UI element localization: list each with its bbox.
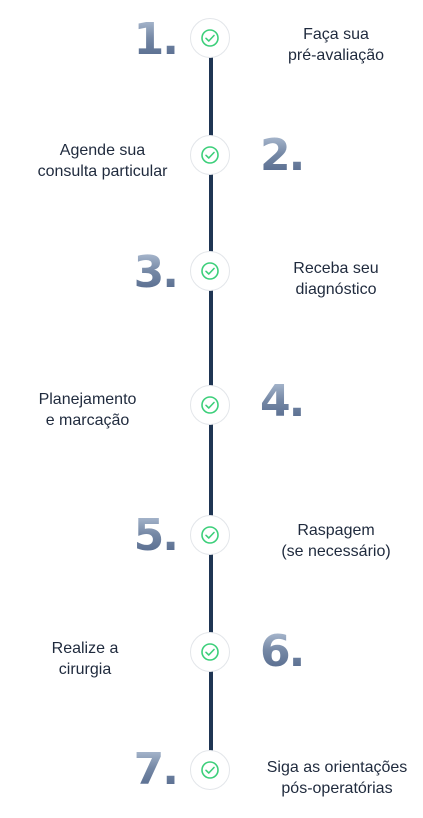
step-label-line1: Receba seu (293, 260, 379, 277)
step-label-line1: Planejamento (38, 391, 137, 408)
step-node-7 (190, 750, 230, 790)
step-label-5: Raspagem (se necessário) (261, 520, 411, 562)
step-label-line2: pós-operatórias (281, 780, 393, 797)
check-icon (201, 146, 219, 164)
step-label-line2: diagnóstico (295, 281, 377, 298)
step-number-2: 2. (260, 130, 305, 181)
step-label-7: Siga as orientações pós-operatórias (254, 757, 420, 799)
step-number-1: 1. (133, 14, 179, 65)
check-icon (201, 643, 219, 661)
step-node-5 (190, 515, 230, 555)
step-node-2 (190, 135, 230, 175)
step-label-6: Realize a cirurgia (30, 638, 140, 680)
step-label-line2: pré-avaliação (287, 47, 385, 64)
step-label-line2: e marcação (45, 412, 130, 429)
step-label-line1: Siga as orientações (266, 759, 408, 776)
check-icon (201, 761, 219, 779)
step-label-line1: Realize a (51, 640, 119, 657)
step-label-line1: Faça sua (303, 26, 369, 43)
step-node-3 (190, 251, 230, 291)
step-label-line2: cirurgia (58, 661, 112, 678)
step-label-3: Receba seu diagnóstico (261, 258, 411, 300)
step-label-line2: consulta particular (37, 163, 168, 180)
step-label-line1: Agende sua (59, 142, 146, 159)
step-number-6: 6. (260, 626, 305, 677)
step-label-1: Faça sua pré-avaliação (261, 24, 411, 66)
check-icon (201, 29, 219, 47)
check-icon (201, 262, 219, 280)
check-icon (201, 526, 219, 544)
step-number-4: 4. (260, 376, 305, 427)
step-number-7: 7. (133, 744, 179, 795)
check-icon (201, 396, 219, 414)
step-label-2: Agende sua consulta particular (20, 140, 185, 182)
step-number-5: 5. (133, 510, 179, 561)
step-label-line1: Raspagem (297, 522, 375, 539)
step-node-4 (190, 385, 230, 425)
step-number-3: 3. (133, 247, 179, 298)
step-label-4: Planejamento e marcação (20, 389, 155, 431)
step-node-1 (190, 18, 230, 58)
step-node-6 (190, 632, 230, 672)
step-label-line2: (se necessário) (281, 543, 391, 560)
